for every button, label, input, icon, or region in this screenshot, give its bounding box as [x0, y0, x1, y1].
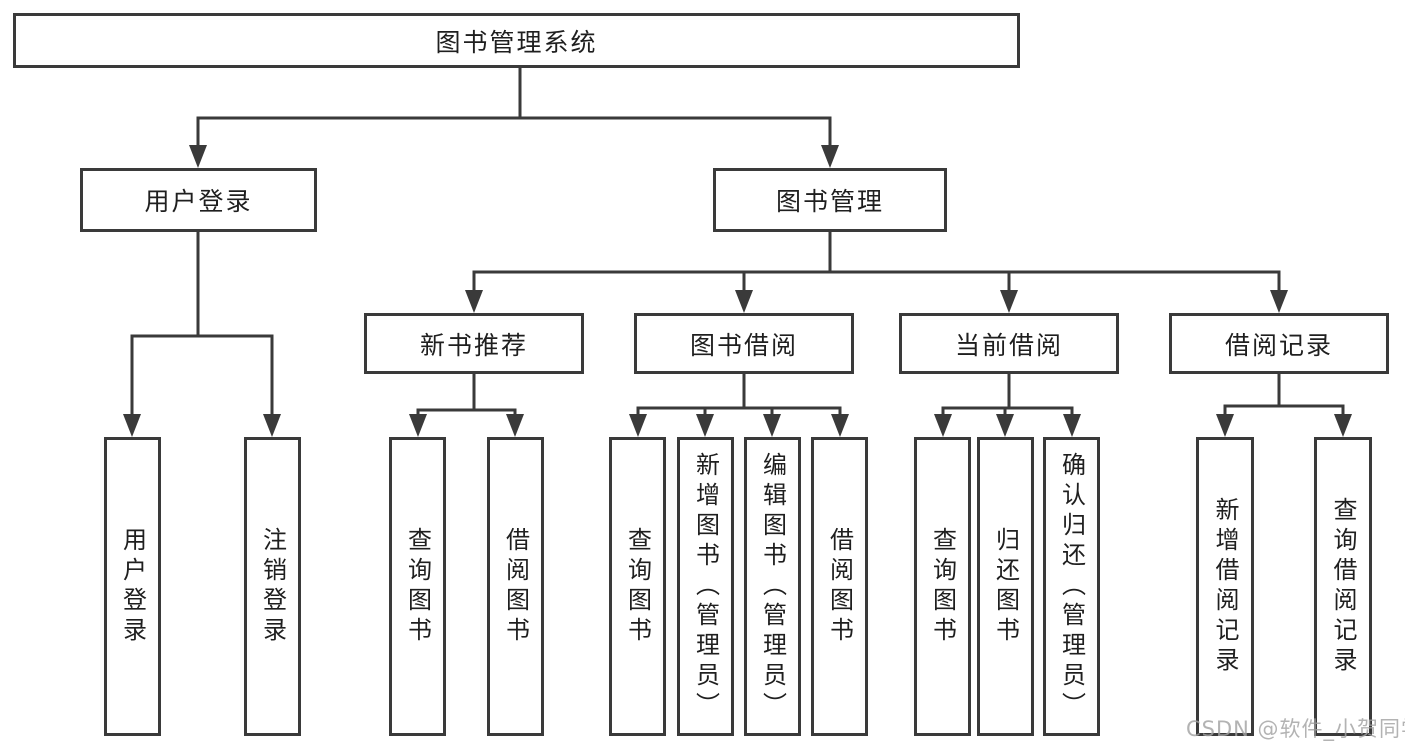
node-new-book-recommend: 新书推荐	[364, 313, 584, 374]
leaf-return-books: 归还图书	[977, 437, 1034, 736]
connector-current-borrow-children	[934, 372, 1081, 437]
leaf-confirm-return-admin-label: 确认归还（管理员）	[1057, 451, 1086, 722]
node-current-borrow: 当前借阅	[899, 313, 1119, 374]
node-book-borrow: 图书借阅	[634, 313, 854, 374]
leaf-logout-label: 注销登录	[258, 526, 287, 647]
leaf-logout: 注销登录	[244, 437, 301, 736]
node-root: 图书管理系统	[13, 13, 1020, 68]
leaf-query-books-borrow: 查询图书	[609, 437, 666, 736]
node-book-management: 图书管理	[713, 168, 947, 232]
leaf-add-borrow-record: 新增借阅记录	[1196, 437, 1254, 736]
node-user-login: 用户登录	[80, 168, 317, 232]
leaf-query-books-current: 查询图书	[914, 437, 971, 736]
leaf-user-login: 用户登录	[104, 437, 161, 736]
node-borrow-records-label: 借阅记录	[1224, 330, 1333, 360]
leaf-borrow-books-label: 借阅图书	[825, 526, 854, 647]
node-borrow-records: 借阅记录	[1169, 313, 1389, 374]
watermark: CSDN @软件_小贺同学	[1186, 717, 1405, 741]
connector-new-book-children	[409, 372, 524, 437]
leaf-query-borrow-record: 查询借阅记录	[1314, 437, 1372, 736]
leaf-edit-book-admin-label: 编辑图书（管理员）	[758, 451, 787, 722]
leaf-borrow-books-recommend-label: 借阅图书	[501, 526, 530, 647]
leaf-add-book-admin: 新增图书（管理员）	[677, 437, 734, 736]
node-book-borrow-label: 图书借阅	[689, 330, 798, 360]
node-current-borrow-label: 当前借阅	[954, 330, 1063, 360]
leaf-add-borrow-record-label: 新增借阅记录	[1211, 496, 1239, 677]
leaf-return-books-label: 归还图书	[991, 526, 1020, 647]
leaf-query-books-recommend-label: 查询图书	[403, 526, 432, 647]
leaf-borrow-books-recommend: 借阅图书	[487, 437, 544, 736]
leaf-query-books-recommend: 查询图书	[389, 437, 446, 736]
leaf-query-borrow-record-label: 查询借阅记录	[1329, 496, 1357, 677]
connector-borrow-records-children	[1216, 372, 1352, 437]
leaf-user-login-label: 用户登录	[118, 526, 147, 647]
leaf-query-books-current-label: 查询图书	[928, 526, 957, 647]
connector-book-borrow-children	[629, 372, 849, 437]
connector-user-login-children	[123, 230, 281, 437]
leaf-edit-book-admin: 编辑图书（管理员）	[744, 437, 801, 736]
node-root-label: 图书管理系统	[435, 27, 598, 57]
node-new-book-recommend-label: 新书推荐	[419, 330, 528, 360]
node-book-management-label: 图书管理	[775, 187, 884, 216]
leaf-query-books-borrow-label: 查询图书	[623, 526, 652, 647]
leaf-add-book-admin-label: 新增图书（管理员）	[691, 451, 720, 722]
connector-root-to-level2	[189, 66, 839, 168]
node-user-login-label: 用户登录	[144, 187, 253, 216]
leaf-confirm-return-admin: 确认归还（管理员）	[1043, 437, 1100, 736]
leaf-borrow-books: 借阅图书	[811, 437, 868, 736]
connector-book-management-children	[465, 230, 1288, 313]
